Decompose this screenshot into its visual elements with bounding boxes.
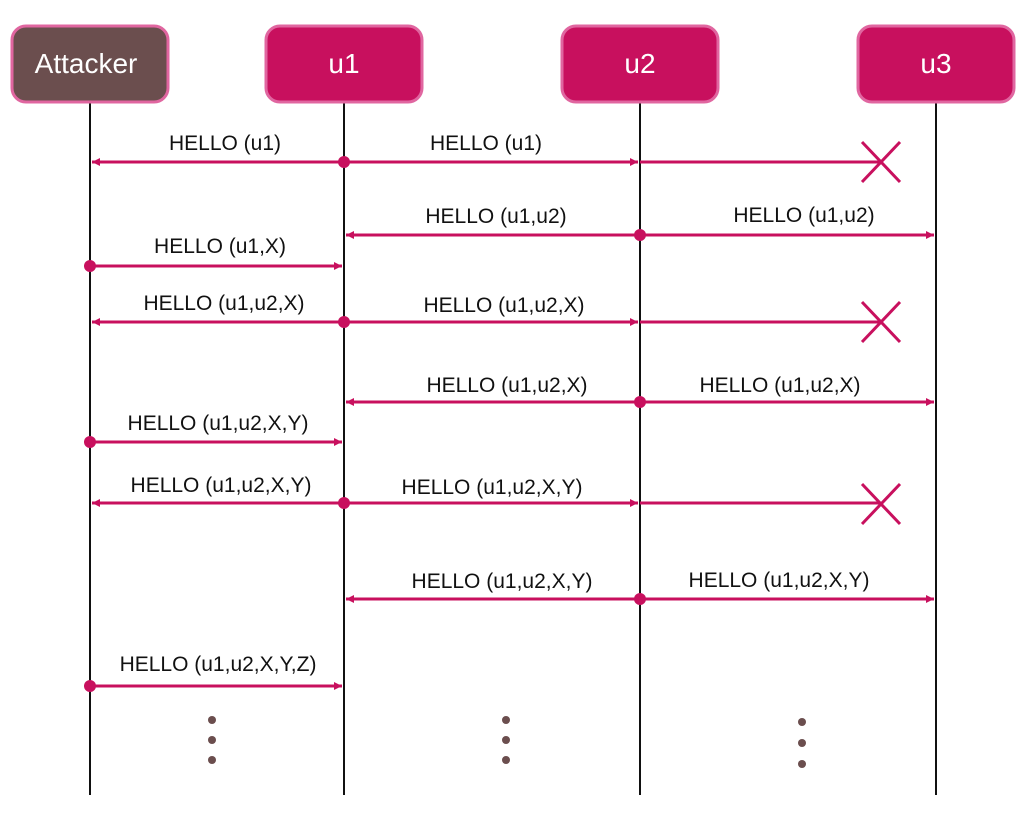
message-label: HELLO (u1,u2,X) bbox=[426, 374, 587, 397]
message-label: HELLO (u1,u2,X,Y) bbox=[131, 474, 312, 497]
ellipsis-dot bbox=[502, 756, 510, 764]
message-label: HELLO (u1,X) bbox=[154, 235, 286, 258]
message-label: HELLO (u1,u2,X,Y) bbox=[128, 412, 309, 435]
message-label: HELLO (u1,u2) bbox=[425, 205, 566, 228]
actor-label: u1 bbox=[328, 48, 359, 79]
message-u2-to-u3-blocked bbox=[640, 140, 902, 184]
message-u1-to-attacker: HELLO (u1) bbox=[92, 132, 350, 168]
message-label: HELLO (u1,u2,X,Y) bbox=[402, 476, 583, 499]
message-label: HELLO (u1,u2) bbox=[733, 204, 874, 227]
ellipsis-dot bbox=[798, 760, 806, 768]
blocked-cross-icon bbox=[860, 140, 902, 184]
actor-u1: u1 bbox=[264, 24, 424, 104]
actor-box bbox=[856, 24, 1016, 104]
blocked-cross-icon bbox=[860, 300, 902, 344]
message-u2-to-u1: HELLO (u1,u2) bbox=[346, 205, 646, 241]
message-label: HELLO (u1) bbox=[430, 132, 542, 155]
message-u1-to-attacker: HELLO (u1,u2,X) bbox=[92, 292, 350, 328]
message-u2-to-u1: HELLO (u1,u2,X,Y) bbox=[346, 570, 646, 605]
message-origin-dot bbox=[84, 260, 96, 272]
message-u1-to-attacker: HELLO (u1,u2,X,Y) bbox=[92, 474, 350, 509]
actor-box bbox=[264, 24, 424, 104]
message-u1-to-u2: HELLO (u1,u2,X) bbox=[344, 294, 638, 326]
message-label: HELLO (u1,u2,X) bbox=[143, 292, 304, 315]
ellipsis-dot bbox=[502, 716, 510, 724]
message-u2-to-u3: HELLO (u1,u2) bbox=[640, 204, 934, 239]
actor-box bbox=[560, 24, 720, 104]
actor-label: u2 bbox=[624, 48, 655, 79]
actor-u3: u3 bbox=[856, 24, 1016, 104]
message-label: HELLO (u1) bbox=[169, 132, 281, 155]
actor-label: u3 bbox=[920, 48, 951, 79]
actor-u2: u2 bbox=[560, 24, 720, 104]
message-u2-to-u3-blocked bbox=[640, 300, 902, 344]
message-attacker-to-u1: HELLO (u1,u2,X,Y,Z) bbox=[84, 653, 342, 692]
message-origin-dot bbox=[84, 436, 96, 448]
message-label: HELLO (u1,u2,X,Y) bbox=[412, 570, 593, 593]
ellipsis-dot bbox=[208, 756, 216, 764]
actor-box bbox=[10, 24, 170, 104]
message-attacker-to-u1: HELLO (u1,u2,X,Y) bbox=[84, 412, 342, 448]
message-u1-to-u2: HELLO (u1,u2,X,Y) bbox=[344, 476, 638, 507]
actor-attacker: Attacker bbox=[10, 24, 170, 104]
blocked-cross-icon bbox=[860, 482, 902, 526]
ellipsis-dot bbox=[798, 718, 806, 726]
lifelines bbox=[89, 103, 937, 795]
message-u1-to-u2: HELLO (u1) bbox=[344, 132, 638, 166]
ellipsis-dot bbox=[502, 736, 510, 744]
ellipsis-dot bbox=[208, 736, 216, 744]
message-label: HELLO (u1,u2,X,Y,Z) bbox=[120, 653, 317, 676]
message-u2-to-u1: HELLO (u1,u2,X) bbox=[346, 374, 646, 408]
message-u2-to-u3: HELLO (u1,u2,X,Y) bbox=[640, 569, 934, 603]
message-u2-to-u3-blocked bbox=[640, 482, 902, 526]
message-attacker-to-u1: HELLO (u1,X) bbox=[84, 235, 342, 272]
continuation-dots bbox=[208, 716, 806, 768]
message-label: HELLO (u1,u2,X,Y) bbox=[689, 569, 870, 592]
message-origin-dot bbox=[84, 680, 96, 692]
message-u2-to-u3: HELLO (u1,u2,X) bbox=[640, 374, 934, 406]
actor-label: Attacker bbox=[35, 48, 138, 79]
ellipsis-dot bbox=[208, 716, 216, 724]
ellipsis-dot bbox=[798, 739, 806, 747]
message-label: HELLO (u1,u2,X) bbox=[699, 374, 860, 397]
message-label: HELLO (u1,u2,X) bbox=[423, 294, 584, 317]
